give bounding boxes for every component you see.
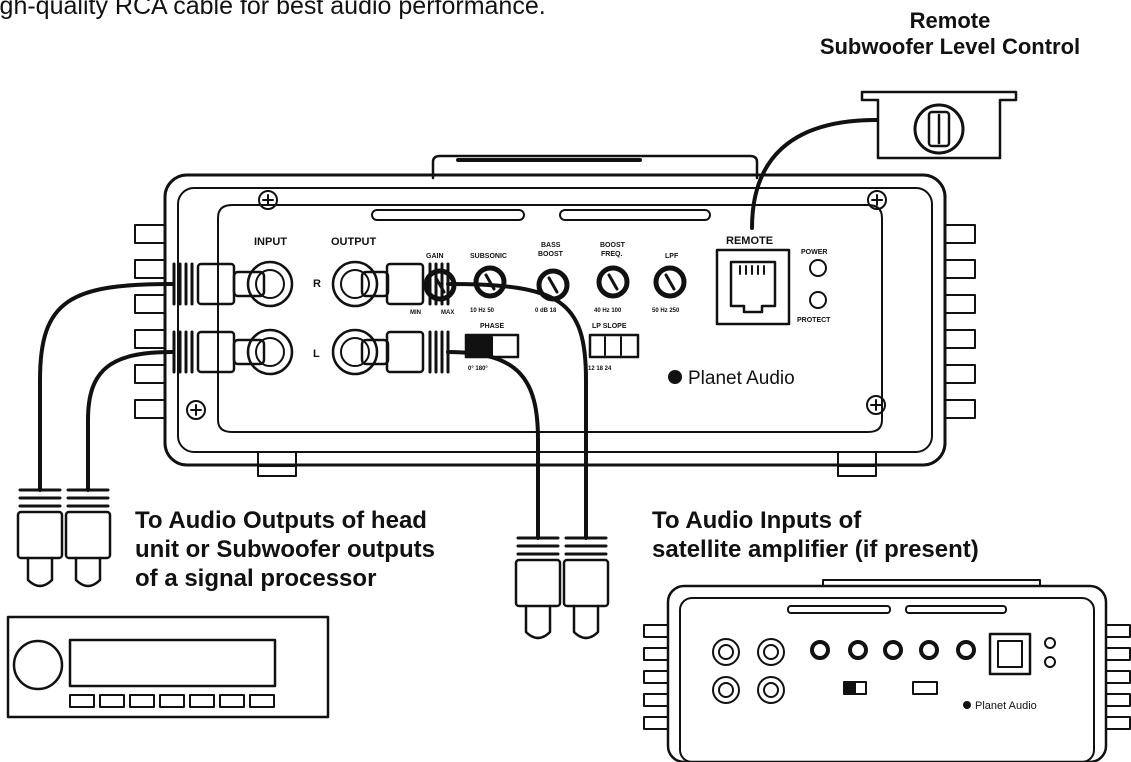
caption-head-unit-line1: To Audio Outputs of head bbox=[135, 507, 427, 534]
power-led bbox=[809, 259, 827, 277]
caption-head-unit: To Audio Outputs of head unit or Subwoof… bbox=[135, 507, 435, 593]
main-amplifier: INPUT OUTPUT R L GAIN MIN MAX SUBSONIC 1… bbox=[134, 154, 976, 477]
remote-label-line1: Remote bbox=[909, 8, 991, 33]
rca-plugs-head-unit bbox=[16, 488, 112, 588]
subsonic-knob bbox=[473, 265, 507, 299]
rca-cables bbox=[38, 282, 588, 540]
satellite-amplifier: Planet Audio bbox=[643, 579, 1131, 762]
remote-control-label: Remote Subwoofer Level Control bbox=[760, 8, 1131, 61]
label-bass-scale: 0 dB 18 bbox=[535, 308, 557, 314]
label-slope-scale: 12 18 24 bbox=[588, 366, 612, 372]
brand-logo-icon bbox=[668, 370, 682, 384]
label-lpf: LPF bbox=[665, 253, 679, 260]
label-boost-freq-2: FREQ. bbox=[601, 251, 622, 258]
label-channel-r: R bbox=[313, 278, 321, 290]
satellite-brand-text: Planet Audio bbox=[975, 700, 1037, 712]
label-subsonic-scale: 10 Hz 50 bbox=[470, 308, 495, 314]
lpf-knob bbox=[653, 265, 687, 299]
label-bass-boost-2: BOOST bbox=[538, 251, 564, 258]
boost-freq-knob bbox=[596, 265, 630, 299]
label-input: INPUT bbox=[254, 236, 287, 248]
lp-slope-switch bbox=[588, 333, 640, 359]
label-boost-freq-1: BOOST bbox=[600, 242, 626, 249]
rca-plugs-attached bbox=[172, 262, 450, 374]
label-lp-slope: LP SLOPE bbox=[592, 323, 627, 330]
label-gain-max: MAX bbox=[441, 310, 454, 316]
rca-plugs-satellite bbox=[514, 536, 610, 640]
label-phase: PHASE bbox=[480, 323, 504, 330]
output-jack-l bbox=[331, 328, 379, 376]
label-remote: REMOTE bbox=[726, 235, 773, 247]
label-bass-boost-1: BASS bbox=[541, 242, 561, 249]
label-gain-min: MIN bbox=[410, 310, 421, 316]
caption-head-unit-line3: of a signal processor bbox=[135, 564, 377, 592]
protect-led bbox=[809, 291, 827, 309]
label-gain: GAIN bbox=[426, 253, 444, 260]
caption-satellite-amp: To Audio Inputs of satellite amplifier (… bbox=[652, 507, 979, 565]
label-boost-freq-scale: 40 Hz 100 bbox=[594, 308, 622, 314]
label-output: OUTPUT bbox=[331, 236, 377, 248]
input-jack-r bbox=[246, 260, 294, 308]
intro-text: igh-quality RCA cable for best audio per… bbox=[0, 0, 546, 20]
label-lpf-scale: 50 Hz 250 bbox=[652, 308, 680, 314]
brand-logo-text: Planet Audio bbox=[688, 368, 795, 389]
remote-port bbox=[715, 248, 791, 326]
label-channel-l: L bbox=[313, 348, 320, 360]
label-subsonic: SUBSONIC bbox=[470, 253, 507, 260]
caption-head-unit-line2: unit or Subwoofer outputs bbox=[135, 535, 435, 563]
caption-satellite-line1: To Audio Inputs of bbox=[652, 507, 862, 534]
output-jack-r bbox=[331, 260, 379, 308]
remote-level-control bbox=[750, 90, 1018, 230]
head-unit bbox=[6, 615, 330, 719]
label-protect: PROTECT bbox=[797, 317, 831, 324]
remote-label-line2: Subwoofer Level Control bbox=[819, 34, 1081, 60]
label-phase-scale: 0° 180° bbox=[468, 366, 488, 372]
caption-satellite-line2: satellite amplifier (if present) bbox=[652, 535, 979, 563]
label-power: POWER bbox=[801, 249, 827, 256]
input-jack-l bbox=[246, 328, 294, 376]
